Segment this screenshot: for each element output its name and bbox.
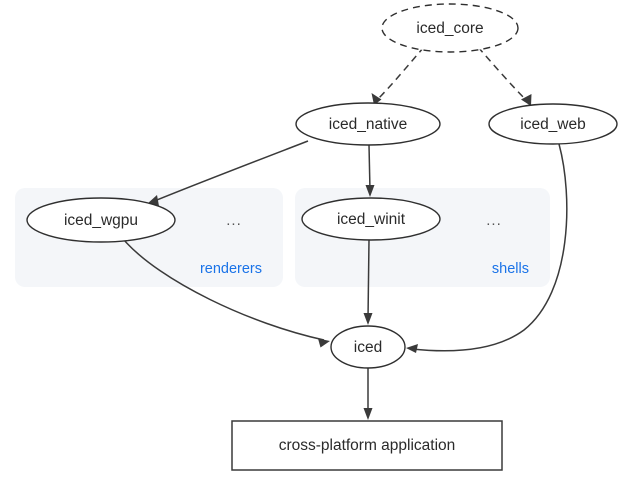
node-iced-label: iced bbox=[354, 339, 382, 356]
node-cross-platform-application-shape[interactable] bbox=[231, 420, 503, 471]
edge-winit-to-iced-line bbox=[367, 239, 370, 320]
edge-core-to-web-arrowhead bbox=[521, 94, 532, 106]
node-iced-native-shape[interactable] bbox=[295, 102, 441, 146]
node-cross-platform-application[interactable]: cross-platform application bbox=[231, 420, 503, 471]
edge-core-to-native bbox=[371, 46, 425, 105]
edge-web-to-iced-arrowhead bbox=[406, 344, 418, 353]
edge-web-to-iced bbox=[406, 143, 568, 353]
cluster-renderers-label: renderers bbox=[200, 261, 262, 277]
node-iced-winit-label: iced_winit bbox=[337, 211, 406, 228]
edge-winit-to-iced-arrowhead bbox=[363, 313, 373, 325]
node-iced-core[interactable]: iced_core bbox=[381, 3, 519, 53]
edge-core-to-native-arrowhead bbox=[371, 93, 382, 105]
node-iced-web-label: iced_web bbox=[520, 116, 586, 133]
edge-native-to-winit bbox=[365, 144, 375, 197]
node-iced-wgpu-shape[interactable] bbox=[26, 197, 176, 243]
node-iced-core-shape[interactable] bbox=[381, 3, 519, 53]
node-iced-winit-shape[interactable] bbox=[301, 197, 441, 241]
edge-core-to-native-line bbox=[375, 46, 425, 102]
edges-layer bbox=[123, 46, 568, 420]
renderers-ellipsis-label: ... bbox=[226, 212, 242, 229]
nodes-layer: iced_core iced_native iced_web iced_wgpu… bbox=[26, 3, 618, 471]
cluster-shells-label: shells bbox=[492, 261, 529, 277]
node-iced-shape[interactable] bbox=[330, 325, 406, 369]
shells-ellipsis-label: ... bbox=[486, 212, 502, 229]
edge-native-to-winit-arrowhead bbox=[365, 185, 375, 197]
node-iced-core-label: iced_core bbox=[416, 20, 483, 37]
node-iced-wgpu[interactable]: iced_wgpu bbox=[26, 197, 176, 243]
edge-core-to-web bbox=[477, 46, 532, 106]
node-iced-native-label: iced_native bbox=[329, 116, 407, 133]
node-iced[interactable]: iced bbox=[330, 325, 406, 369]
edge-iced-to-application bbox=[363, 368, 373, 420]
edge-wgpu-to-iced bbox=[123, 239, 330, 348]
edge-wgpu-to-iced-arrowhead bbox=[318, 338, 330, 348]
edge-native-to-winit-line bbox=[368, 144, 371, 192]
node-iced-winit[interactable]: iced_winit bbox=[301, 197, 441, 241]
edge-native-to-wgpu-line bbox=[151, 140, 309, 203]
edge-wgpu-to-iced-line bbox=[123, 239, 325, 341]
node-iced-web[interactable]: iced_web bbox=[488, 103, 618, 145]
node-iced-native[interactable]: iced_native bbox=[295, 102, 441, 146]
edge-web-to-iced-line bbox=[411, 143, 568, 352]
node-iced-web-shape[interactable] bbox=[488, 103, 618, 145]
node-iced-wgpu-label: iced_wgpu bbox=[64, 212, 138, 229]
edge-core-to-web-line bbox=[477, 46, 529, 103]
edge-winit-to-iced bbox=[363, 239, 373, 325]
node-cross-platform-application-label: cross-platform application bbox=[279, 437, 456, 454]
edge-iced-to-application-arrowhead bbox=[363, 408, 373, 420]
